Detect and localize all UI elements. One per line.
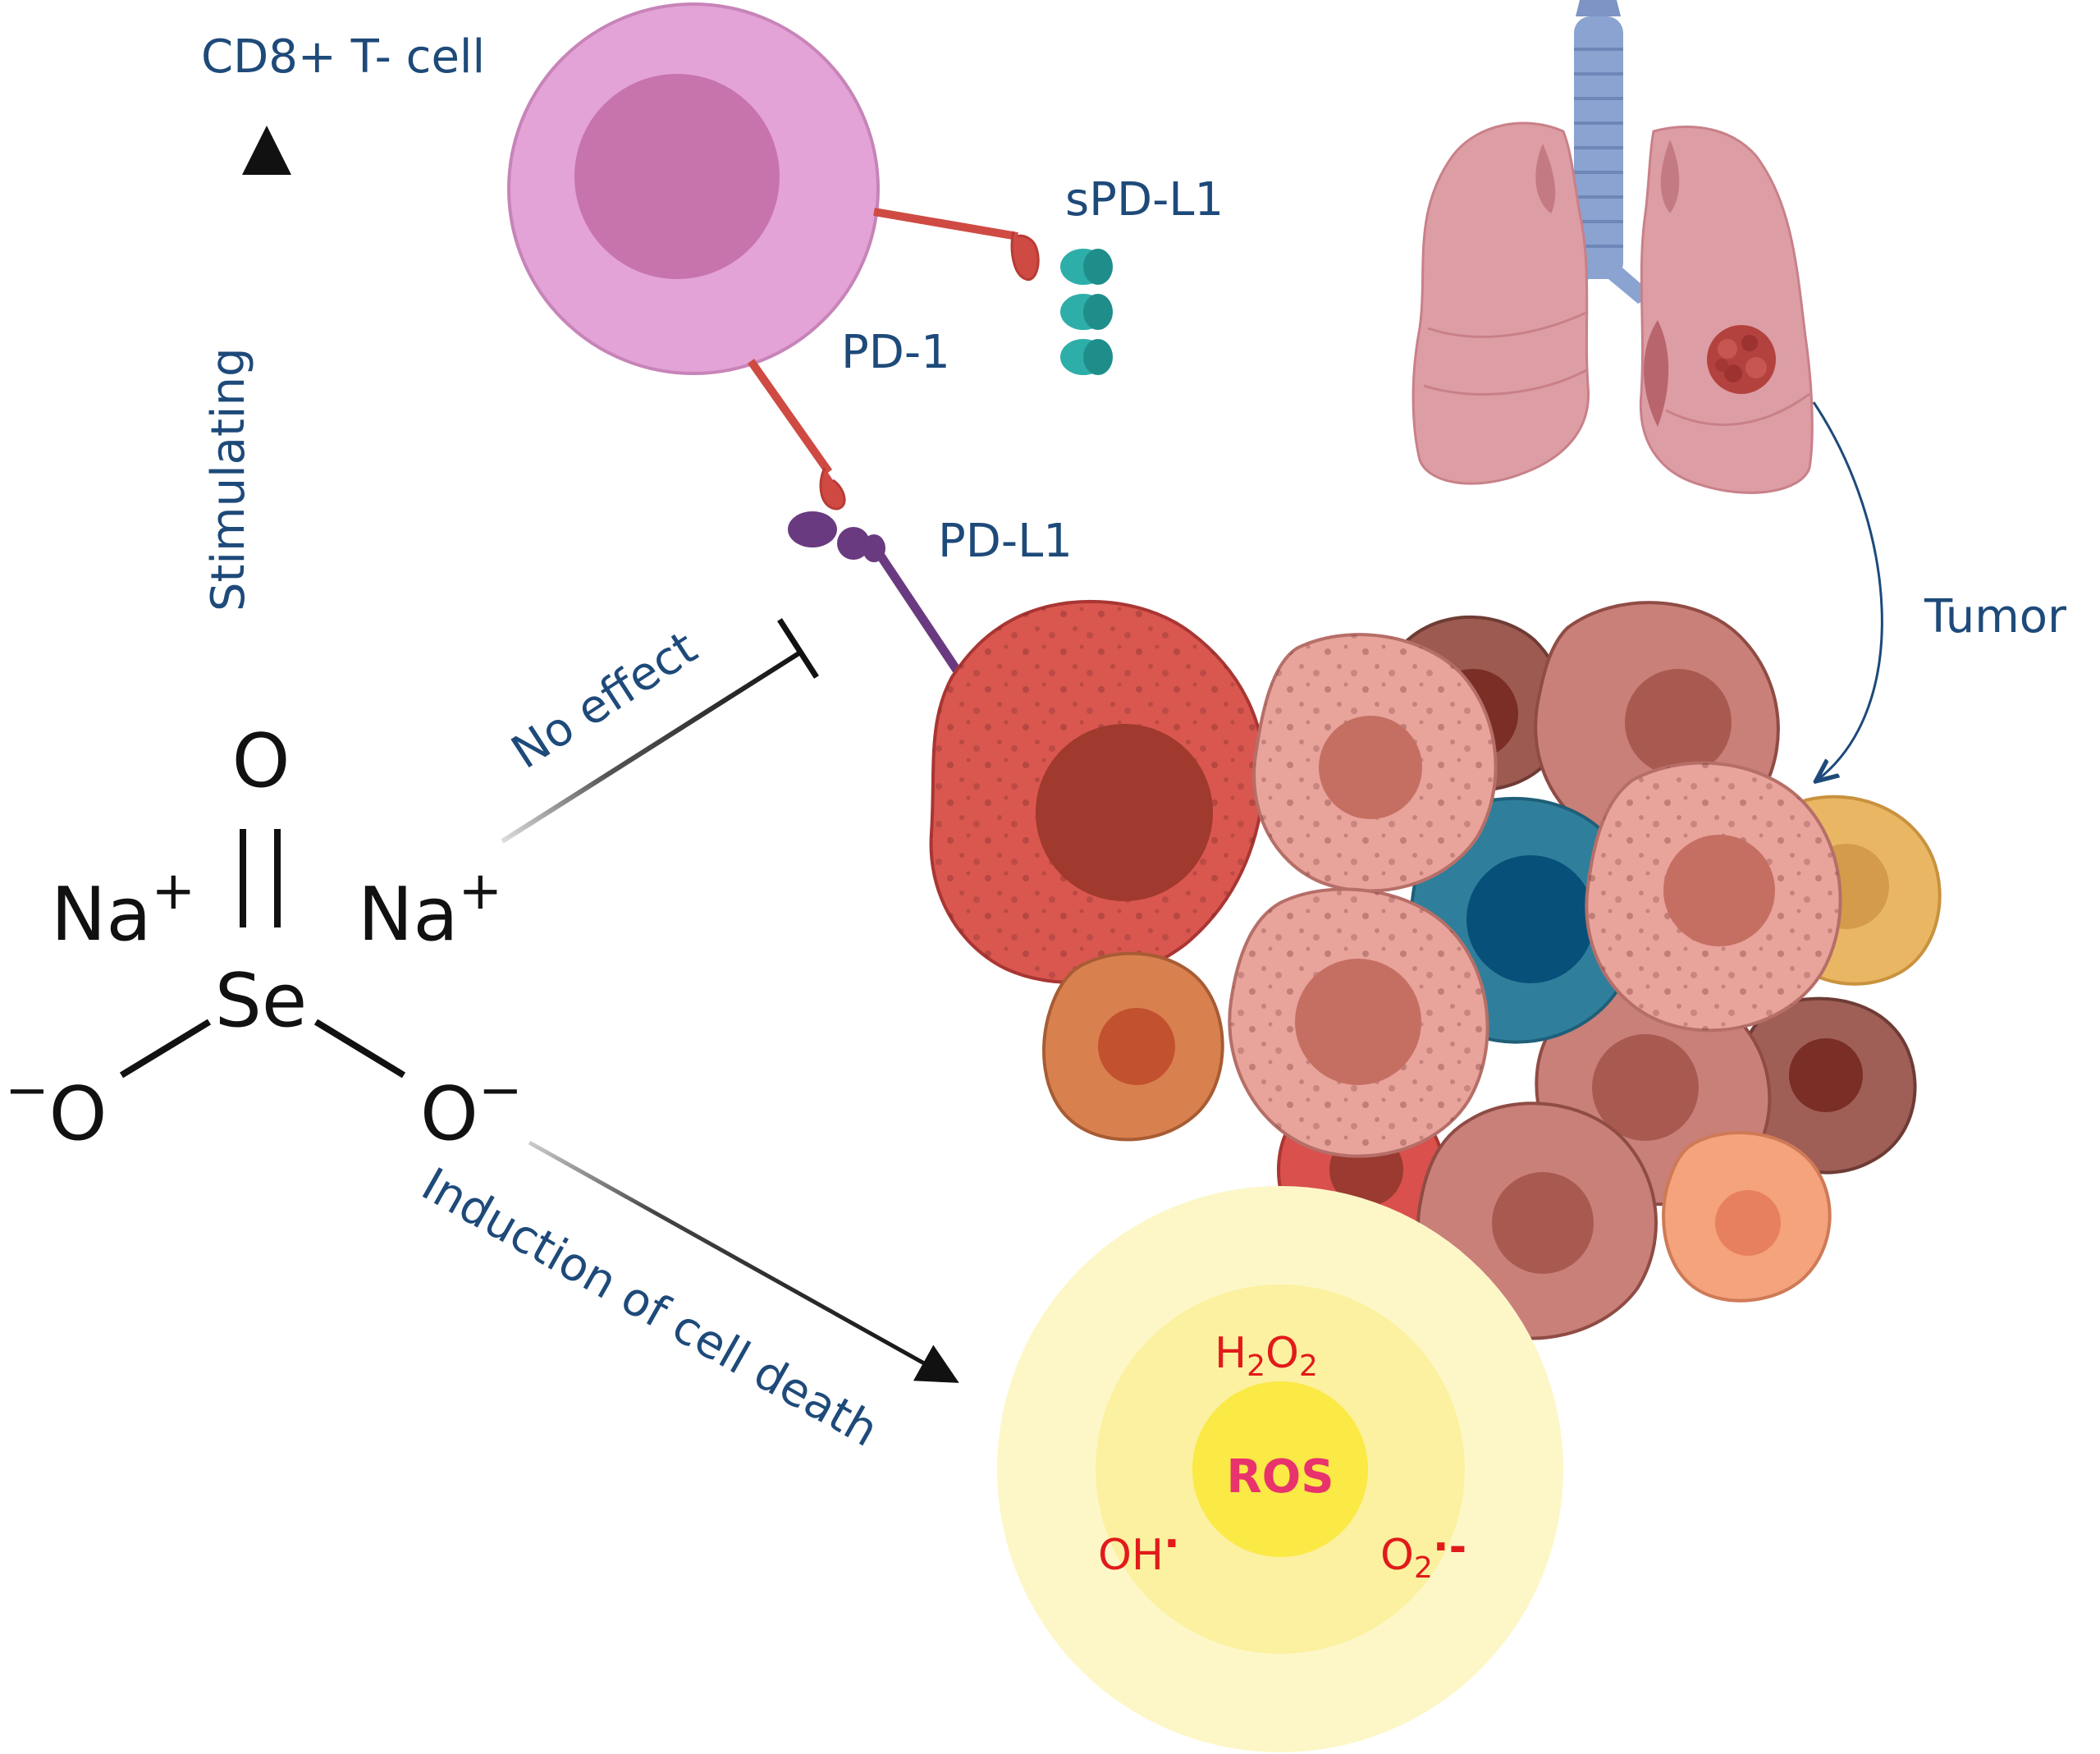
pdl1-label: PD-L1 [938,515,1073,568]
h2o2-label: H2O2 [1215,1329,1318,1383]
no-effect-inhibition-bar [777,618,819,679]
pd1-label: PD-1 [841,326,950,379]
lung-to-tumor-arrow [1814,401,1883,780]
single-bond-line [313,1019,406,1079]
lungs-illustration [1411,0,1814,494]
oxygen-anion-right: O− [420,1060,522,1157]
right-lung [1639,125,1814,494]
cell-death-arrow [528,1140,959,1383]
tumor-cell-pink [1252,633,1498,893]
pd1-receptor [747,208,1040,511]
no-effect-inhibition-line [501,650,802,844]
hydroxyl-radical-label: OH· [1098,1519,1180,1580]
tumor-cell [1738,996,1917,1175]
lung-tumor [1707,325,1776,394]
tumor-cell-pink [1228,887,1489,1158]
cd8-t-cell [507,2,880,375]
stimulating-label: Stimulating [202,347,255,611]
no-effect-label: No effect [502,621,707,780]
induction-of-cell-death-label: Induction of cell death [413,1158,886,1458]
single-bond-line [119,1019,212,1079]
cd8-t-cell-label: CD8+ T- cell [201,30,485,84]
sodium-selenite-molecule: O Na+ Na+ Se −O O− [5,718,522,1157]
oxygen-double-bond-atom: O [232,718,291,804]
sodium-ion-left: Na+ [51,861,195,958]
ros-glow [997,1186,1563,1752]
tumor-cell-cluster [929,599,1942,1340]
tumor-cell [1042,951,1224,1142]
selenium-atom: Se [215,958,308,1044]
spdl1-label: sPD-L1 [1065,173,1224,227]
tumor-cell-large-red [929,599,1266,984]
superoxide-label: O2·- [1380,1523,1466,1585]
tumor-label: Tumor [1924,590,2067,643]
ros-center-label: ROS [1226,1450,1334,1504]
left-lung [1411,121,1590,485]
spdl1-molecule [1060,249,1113,375]
tumor-cell [1662,1131,1832,1303]
sodium-ion-right: Na+ [358,861,502,958]
tumor-cell-pink [1585,761,1842,1033]
oxygen-anion-left: −O [5,1060,107,1157]
